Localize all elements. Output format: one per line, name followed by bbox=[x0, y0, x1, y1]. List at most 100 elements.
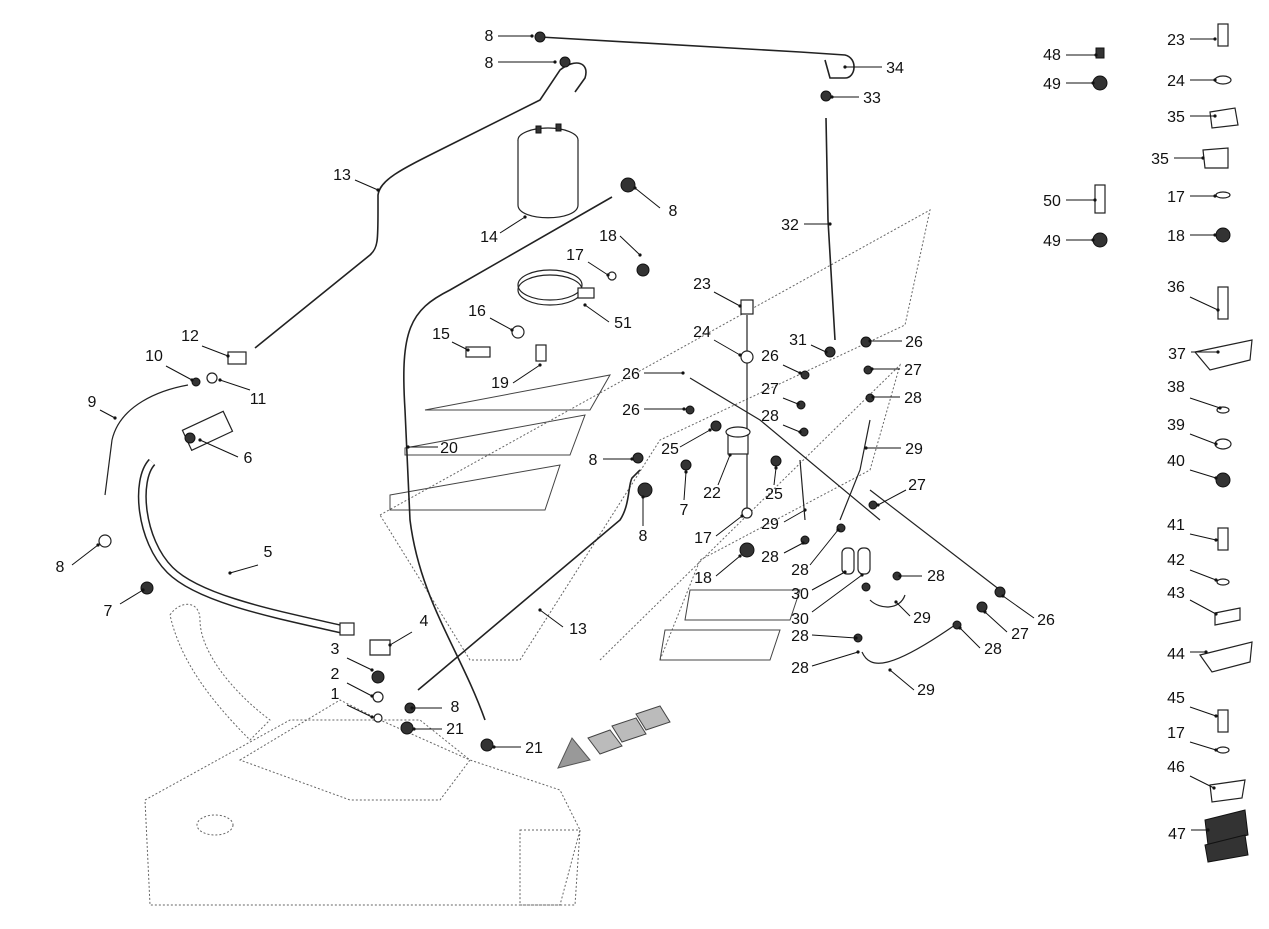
callout-number-8: 8 bbox=[639, 528, 648, 545]
callout-leader-dot bbox=[681, 371, 685, 375]
callout-leader-dot bbox=[370, 668, 374, 672]
callout-number-43: 43 bbox=[1167, 585, 1185, 602]
callout-number-50: 50 bbox=[1043, 193, 1061, 210]
callout-leader-dot bbox=[492, 745, 496, 749]
callout-number-49: 49 bbox=[1043, 233, 1061, 250]
callout-leader-line bbox=[584, 304, 610, 323]
callout-leader-line bbox=[165, 365, 193, 381]
callout-number-42: 42 bbox=[1167, 552, 1185, 569]
callout-leader-line bbox=[1189, 433, 1217, 445]
callout-number-4: 4 bbox=[420, 613, 429, 630]
callout-leader-dot bbox=[894, 600, 898, 604]
callout-number-22: 22 bbox=[703, 485, 721, 502]
callout-leader-dot bbox=[1093, 198, 1097, 202]
callout-leader-dot bbox=[1091, 238, 1095, 242]
callout-leader-dot bbox=[1216, 350, 1220, 354]
callout-number-26: 26 bbox=[905, 334, 923, 351]
callout-number-8: 8 bbox=[589, 452, 598, 469]
callout-number-1: 1 bbox=[331, 686, 340, 703]
callout-number-8: 8 bbox=[485, 55, 494, 72]
callout-number-30: 30 bbox=[791, 611, 809, 628]
callout-number-44: 44 bbox=[1167, 646, 1185, 663]
callout-number-35: 35 bbox=[1151, 151, 1169, 168]
callout-number-36: 36 bbox=[1167, 279, 1185, 296]
callout-number-11: 11 bbox=[250, 391, 267, 408]
callout-leader-dot bbox=[828, 222, 832, 226]
callout-number-17: 17 bbox=[1167, 725, 1185, 742]
callout-leader-dot bbox=[864, 446, 868, 450]
callout-leader-dot bbox=[854, 636, 858, 640]
callout-leader-line bbox=[1189, 599, 1217, 615]
callout-number-23: 23 bbox=[693, 276, 711, 293]
callout-leader-dot bbox=[113, 416, 117, 420]
callout-leader-dot bbox=[96, 543, 100, 547]
callout-leader-dot bbox=[1213, 233, 1217, 237]
callout-leader-dot bbox=[1214, 714, 1218, 718]
callout-leader-dot bbox=[860, 573, 864, 577]
callout-number-35: 35 bbox=[1167, 109, 1185, 126]
callout-number-28: 28 bbox=[791, 660, 809, 677]
callout-leader-dot bbox=[803, 508, 807, 512]
callout-leader-dot bbox=[641, 495, 645, 499]
callout-number-18: 18 bbox=[694, 570, 712, 587]
callout-number-32: 32 bbox=[781, 217, 799, 234]
callout-number-21: 21 bbox=[525, 740, 543, 757]
fuel-lines bbox=[104, 36, 1001, 721]
callout-leader-dot bbox=[738, 353, 742, 357]
callout-leader-dot bbox=[1213, 114, 1217, 118]
callout-number-29: 29 bbox=[913, 610, 931, 627]
callout-leader-line bbox=[539, 609, 564, 628]
callout-leader-line bbox=[1189, 569, 1217, 581]
callout-number-20: 20 bbox=[440, 440, 458, 457]
callout-leader-dot bbox=[553, 60, 557, 64]
callout-leader-dot bbox=[1001, 594, 1005, 598]
callout-leader-dot bbox=[226, 354, 230, 358]
filter-canister bbox=[517, 123, 579, 219]
callout-number-14: 14 bbox=[480, 229, 498, 246]
callout-leader-line bbox=[715, 555, 741, 577]
callout-leader-line bbox=[713, 291, 741, 307]
callout-leader-dot bbox=[412, 727, 416, 731]
callout-number-24: 24 bbox=[693, 324, 711, 341]
callout-number-26: 26 bbox=[1037, 612, 1055, 629]
callout-number-49: 49 bbox=[1043, 76, 1061, 93]
callout-leader-dot bbox=[1206, 828, 1210, 832]
callout-number-27: 27 bbox=[761, 381, 779, 398]
callout-number-37: 37 bbox=[1168, 346, 1186, 363]
callout-leader-dot bbox=[1214, 476, 1218, 480]
callout-number-28: 28 bbox=[904, 390, 922, 407]
callout-leader-line bbox=[717, 454, 731, 486]
callout-number-27: 27 bbox=[1011, 626, 1029, 643]
callout-leader-line bbox=[512, 364, 541, 384]
callout-number-34: 34 bbox=[886, 60, 904, 77]
callout-leader-line bbox=[1189, 775, 1215, 789]
callout-leader-line bbox=[99, 409, 116, 419]
callout-number-48: 48 bbox=[1043, 47, 1061, 64]
callout-leader-line bbox=[811, 651, 859, 667]
callout-leader-dot bbox=[633, 186, 637, 190]
callout-leader-line bbox=[810, 344, 827, 353]
callout-leader-dot bbox=[376, 188, 380, 192]
callout-leader-line bbox=[809, 529, 839, 566]
callout-leader-dot bbox=[708, 428, 712, 432]
callout-leader-dot bbox=[1212, 786, 1216, 790]
callout-leader-dot bbox=[218, 378, 222, 382]
callout-number-28: 28 bbox=[791, 628, 809, 645]
callout-number-41: 41 bbox=[1167, 517, 1185, 534]
callout-number-45: 45 bbox=[1167, 690, 1185, 707]
callout-leader-dot bbox=[1094, 53, 1098, 57]
callout-leader-line bbox=[783, 542, 804, 554]
callout-leader-line bbox=[489, 317, 513, 331]
callout-leader-line bbox=[679, 429, 711, 448]
callout-leader-dot bbox=[798, 430, 802, 434]
callout-leader-dot bbox=[836, 528, 840, 532]
callout-number-7: 7 bbox=[104, 603, 113, 620]
callout-leader-dot bbox=[824, 350, 828, 354]
callout-number-28: 28 bbox=[927, 568, 945, 585]
callout-leader-dot bbox=[370, 715, 374, 719]
callout-number-28: 28 bbox=[984, 641, 1002, 658]
dampers bbox=[841, 547, 871, 575]
callout-number-6: 6 bbox=[244, 450, 253, 467]
callout-number-27: 27 bbox=[908, 477, 926, 494]
